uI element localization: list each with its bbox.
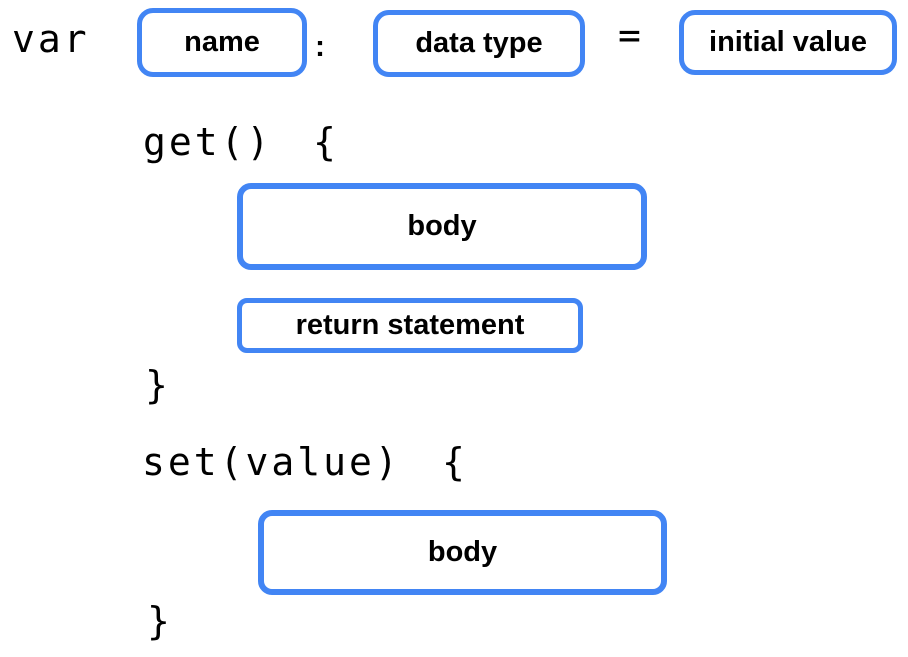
setter-signature: set(value)	[142, 440, 401, 484]
setter-body-label: body	[427, 536, 498, 568]
equals-token: =	[618, 13, 644, 57]
getter-body-label: body	[407, 210, 477, 242]
return-statement-placeholder-box: return statement	[237, 298, 583, 353]
data-type-placeholder-label: data type	[415, 27, 543, 59]
setter-open-brace: {	[442, 440, 468, 484]
initial-value-placeholder-label: initial value	[709, 26, 867, 58]
data-type-placeholder-box: data type	[373, 10, 585, 77]
var-keyword: var	[12, 17, 90, 61]
getter-close-brace: }	[145, 363, 171, 407]
name-placeholder-box: name	[137, 8, 307, 77]
return-statement-label: return statement	[295, 309, 525, 341]
setter-close-brace: }	[147, 599, 173, 643]
name-placeholder-label: name	[184, 26, 260, 58]
colon-token: :	[315, 30, 325, 63]
setter-body-placeholder-box: body	[258, 510, 667, 595]
initial-value-placeholder-box: initial value	[679, 10, 897, 75]
getter-body-placeholder-box: body	[237, 183, 647, 270]
getter-open-brace: {	[313, 120, 339, 164]
getter-signature: get()	[143, 120, 273, 164]
